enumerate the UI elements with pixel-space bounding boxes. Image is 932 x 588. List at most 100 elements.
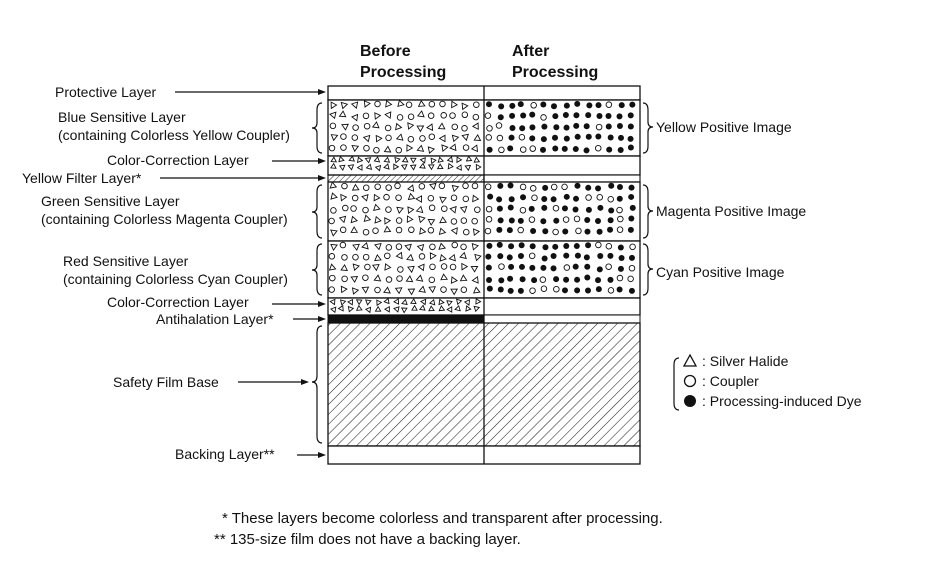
silver-halide-particle xyxy=(456,156,463,164)
silver-halide-particle xyxy=(338,155,345,163)
silver-halide-particle xyxy=(374,305,382,312)
coupler-particle xyxy=(374,100,381,108)
dye-particle xyxy=(506,254,513,261)
coupler-particle xyxy=(617,215,624,223)
silver-halide-particle xyxy=(473,305,481,313)
dye-particle xyxy=(519,276,526,283)
dye-particle xyxy=(585,206,592,213)
silver-halide-particle xyxy=(385,99,393,108)
dye-particle xyxy=(553,124,560,131)
dye-particle xyxy=(616,113,623,120)
label-yellow-filter: Yellow Filter Layer* xyxy=(22,170,142,186)
coupler-particle xyxy=(362,184,370,192)
coupler-particle xyxy=(616,206,623,214)
coupler-particle xyxy=(450,218,458,225)
coupler-particle xyxy=(385,184,392,191)
dye-particle xyxy=(627,123,634,130)
coupler-particle xyxy=(328,144,336,152)
silver-halide-particle xyxy=(471,275,479,284)
silver-halide-particle xyxy=(475,297,482,305)
dye-particle xyxy=(509,112,516,119)
silver-halide-particle xyxy=(465,305,472,312)
dye-particle xyxy=(486,146,493,153)
coupler-particle xyxy=(418,253,426,260)
dye-particle xyxy=(508,196,515,203)
coupler-particle xyxy=(340,133,347,140)
coupler-particle xyxy=(395,243,403,250)
silver-halide-particle xyxy=(451,134,460,143)
silver-halide-particle xyxy=(471,122,479,131)
coupler-particle xyxy=(562,216,570,223)
coupler-particle xyxy=(394,182,401,190)
dye-particle xyxy=(563,102,570,109)
dye-particle xyxy=(574,252,581,259)
dye-particle xyxy=(573,243,580,250)
coupler-particle xyxy=(485,205,493,213)
coupler-particle xyxy=(351,194,359,202)
silver-halide-particle xyxy=(437,156,445,163)
coupler-particle xyxy=(427,112,435,119)
coupler-particle xyxy=(451,123,459,131)
dye-icon xyxy=(684,395,696,407)
silver-halide-particle xyxy=(330,101,338,110)
dye-particle xyxy=(550,265,557,272)
arrow-yellow-filter xyxy=(318,175,326,181)
silver-halide-particle xyxy=(330,243,338,251)
coupler-particle xyxy=(439,100,446,108)
silver-halide-particle xyxy=(419,156,426,164)
silver-halide-particle xyxy=(427,218,436,226)
dye-particle xyxy=(583,254,590,261)
dye-particle xyxy=(585,184,592,191)
silver-halide-particle xyxy=(470,265,479,273)
dye-particle xyxy=(529,135,536,142)
coupler-particle xyxy=(462,182,469,190)
legend: : Silver Halide : Coupler : Processing-i… xyxy=(673,353,862,411)
silver-halide-particle xyxy=(339,299,347,306)
coupler-particle xyxy=(341,275,348,283)
silver-halide-particle xyxy=(407,206,415,215)
silver-halide-particle xyxy=(340,285,348,294)
silver-halide-particle xyxy=(465,155,473,162)
dye-particle xyxy=(574,133,581,140)
silver-halide-particle xyxy=(373,193,381,202)
silver-halide-particle xyxy=(340,264,349,272)
dye-particle xyxy=(627,135,634,142)
coupler-particle xyxy=(362,228,370,236)
label-antihalation: Antihalation Layer* xyxy=(156,311,274,327)
silver-halide-particle xyxy=(383,145,392,153)
silver-halide-particle xyxy=(373,156,381,163)
dye-particle xyxy=(553,276,560,283)
dye-particle xyxy=(629,101,636,108)
silver-halide-particle xyxy=(350,275,359,283)
coupler-particle xyxy=(529,287,536,294)
coupler-particle xyxy=(616,274,624,282)
before-header-line1: Before xyxy=(360,43,411,60)
dye-particle xyxy=(563,135,570,142)
silver-halide-particle xyxy=(375,134,383,143)
footnote-single-asterisk: * These layers become colorless and tran… xyxy=(222,510,663,527)
dye-particle xyxy=(595,185,602,192)
silver-halide-particle xyxy=(347,298,354,306)
dye-particle xyxy=(596,112,603,119)
coupler-particle xyxy=(397,266,404,273)
dye-particle xyxy=(529,264,536,271)
antihalation-layer-after xyxy=(483,314,641,324)
silver-halide-particle xyxy=(371,121,380,129)
silver-halide-particle xyxy=(451,100,458,109)
coupler-particle xyxy=(575,227,582,235)
coupler-particle xyxy=(395,217,403,224)
silver-halide-particle xyxy=(384,262,392,271)
dye-particle xyxy=(498,103,505,110)
dye-particle xyxy=(583,147,590,154)
dye-particle xyxy=(507,182,514,189)
dye-particle xyxy=(541,123,548,130)
coupler-particle xyxy=(329,122,337,130)
silver-halide-particle xyxy=(395,133,404,141)
silver-halide-particle xyxy=(338,215,347,224)
coupler-particle xyxy=(328,286,335,293)
silver-halide-particle xyxy=(350,101,359,109)
silver-halide-particle xyxy=(341,123,349,131)
silver-halide-particle xyxy=(383,156,391,163)
silver-halide-particle xyxy=(470,144,479,153)
